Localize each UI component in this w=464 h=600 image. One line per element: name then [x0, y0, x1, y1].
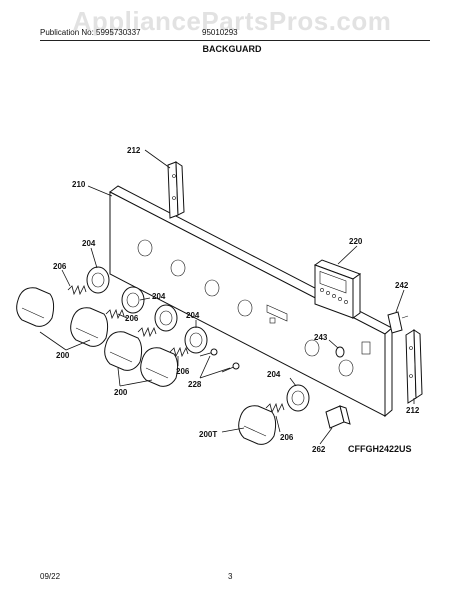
- bezel[interactable]: [154, 304, 178, 332]
- label-200: 200: [114, 388, 128, 397]
- model-number: CFFGH2422US: [348, 444, 412, 454]
- spring[interactable]: [265, 402, 285, 414]
- spring[interactable]: [105, 308, 125, 320]
- control-knob[interactable]: [238, 405, 277, 445]
- label-200: 200: [56, 351, 70, 360]
- label-204: 204: [186, 311, 200, 320]
- label-206: 206: [176, 367, 190, 376]
- label-243: 243: [314, 333, 328, 342]
- label-220: 220: [349, 237, 363, 246]
- label-212: 212: [127, 146, 141, 155]
- label-262: 262: [312, 445, 326, 454]
- electronic-clock[interactable]: [313, 259, 362, 319]
- label-210: 210: [72, 180, 86, 189]
- leader-lines: [39, 149, 415, 445]
- label-204: 204: [82, 239, 96, 248]
- label-206: 206: [53, 262, 67, 271]
- spring[interactable]: [137, 326, 157, 338]
- control-knob[interactable]: [140, 347, 179, 387]
- label-206: 206: [280, 433, 294, 442]
- bezel[interactable]: [184, 326, 208, 354]
- light-switch[interactable]: [387, 311, 409, 334]
- header-rule: [40, 40, 430, 41]
- screw[interactable]: [199, 348, 218, 357]
- bracket-top[interactable]: [167, 161, 185, 219]
- control-knob[interactable]: [16, 287, 55, 327]
- screw[interactable]: [221, 362, 240, 373]
- label-204: 204: [267, 370, 281, 379]
- footer-date: 09/22: [40, 572, 61, 581]
- document-code: 95010293: [202, 28, 238, 37]
- label-206: 206: [125, 314, 139, 323]
- label-242: 242: [395, 281, 409, 290]
- label-228: 228: [188, 380, 202, 389]
- label-200T: 200T: [199, 430, 217, 439]
- publication-number: Publication No: 5995730337: [40, 28, 141, 37]
- oven-switch[interactable]: [325, 405, 351, 429]
- bezel[interactable]: [86, 266, 110, 294]
- page-title: BACKGUARD: [202, 44, 262, 54]
- watermark: AppliancePartsPros.com: [72, 6, 392, 36]
- spring[interactable]: [67, 284, 87, 296]
- control-knob[interactable]: [70, 307, 109, 347]
- control-knob[interactable]: [104, 331, 143, 371]
- page-number: 3: [228, 572, 233, 581]
- indicator-light[interactable]: [335, 346, 345, 358]
- bracket-right[interactable]: [405, 329, 423, 404]
- bezel[interactable]: [121, 286, 145, 314]
- label-212: 212: [406, 406, 420, 415]
- label-204: 204: [152, 292, 166, 301]
- spring[interactable]: [169, 346, 189, 358]
- bezel[interactable]: [286, 384, 310, 412]
